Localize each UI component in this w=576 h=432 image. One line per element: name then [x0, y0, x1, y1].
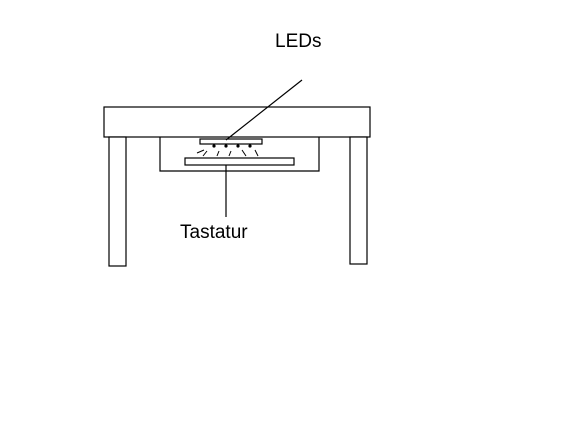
- leds-leader-line: [225, 79, 303, 141]
- keyboard-bar: [184, 157, 295, 166]
- keyboard-tray: [159, 137, 320, 172]
- light-ray: [228, 150, 232, 157]
- led-dots: [212, 144, 252, 148]
- light-ray: [241, 149, 247, 157]
- led-dot: [224, 144, 228, 148]
- led-dot: [236, 144, 240, 148]
- table-leg-right: [349, 136, 368, 265]
- led-strip: [199, 138, 263, 145]
- light-ray: [196, 149, 205, 154]
- led-dot: [248, 144, 252, 148]
- light-ray: [202, 150, 208, 157]
- led-dot: [212, 144, 216, 148]
- leds-label: LEDs: [275, 31, 322, 52]
- light-ray: [254, 149, 259, 157]
- table-top: [103, 106, 371, 138]
- table-leg-left: [108, 136, 127, 267]
- light-rays: [196, 149, 259, 157]
- keyboard-label: Tastatur: [180, 222, 248, 243]
- light-ray: [216, 150, 220, 157]
